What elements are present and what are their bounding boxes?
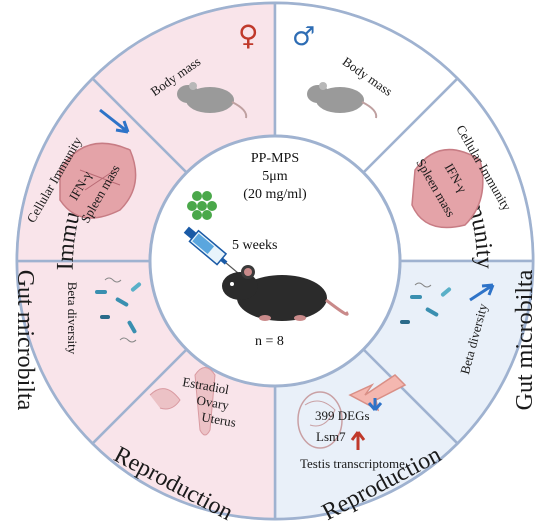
mouse-icon [222, 265, 349, 321]
male-symbol: ♂ [292, 22, 315, 52]
up-arrow-red-icon [350, 431, 366, 450]
particles-icon [187, 191, 217, 220]
female-mouse-icon [177, 82, 248, 119]
center-circle [148, 134, 402, 388]
label-gut-right: Gut microbilta [512, 269, 538, 410]
down-arrow-icon-2 [367, 398, 383, 411]
male-mouse-icon [307, 82, 378, 119]
male-repro-1: 399 DEGs [315, 408, 370, 423]
center-material: PP-MPS [251, 151, 299, 166]
label-gut-left: Gut microbilta [12, 270, 38, 411]
male-bacteria-icon [400, 282, 452, 324]
female-repro-2: Ovary [195, 392, 230, 413]
female-symbol: ♀ [238, 19, 259, 52]
center-sample-size: n = 8 [255, 334, 284, 349]
up-arrow-icon [469, 283, 495, 302]
male-repro-3: Testis transcriptome [300, 456, 405, 471]
female-gut-label: Beta diversity [65, 282, 80, 355]
center-dose: (20 mg/ml) [243, 187, 307, 202]
down-arrow-icon [99, 108, 130, 134]
female-repro-3: Uterus [200, 409, 237, 430]
center-size: 5μm [262, 169, 288, 184]
testis-icon [297, 391, 343, 449]
female-uterus-icon [149, 367, 216, 436]
syringe-icon [183, 226, 241, 276]
large-arrow-icon [348, 374, 407, 412]
male-repro-2: Lsm7 [316, 429, 346, 444]
female-bacteria-icon [95, 277, 142, 343]
center-duration: 5 weeks [232, 238, 278, 253]
male-spleen-icon [411, 148, 484, 229]
female-spleen-icon [59, 142, 137, 219]
